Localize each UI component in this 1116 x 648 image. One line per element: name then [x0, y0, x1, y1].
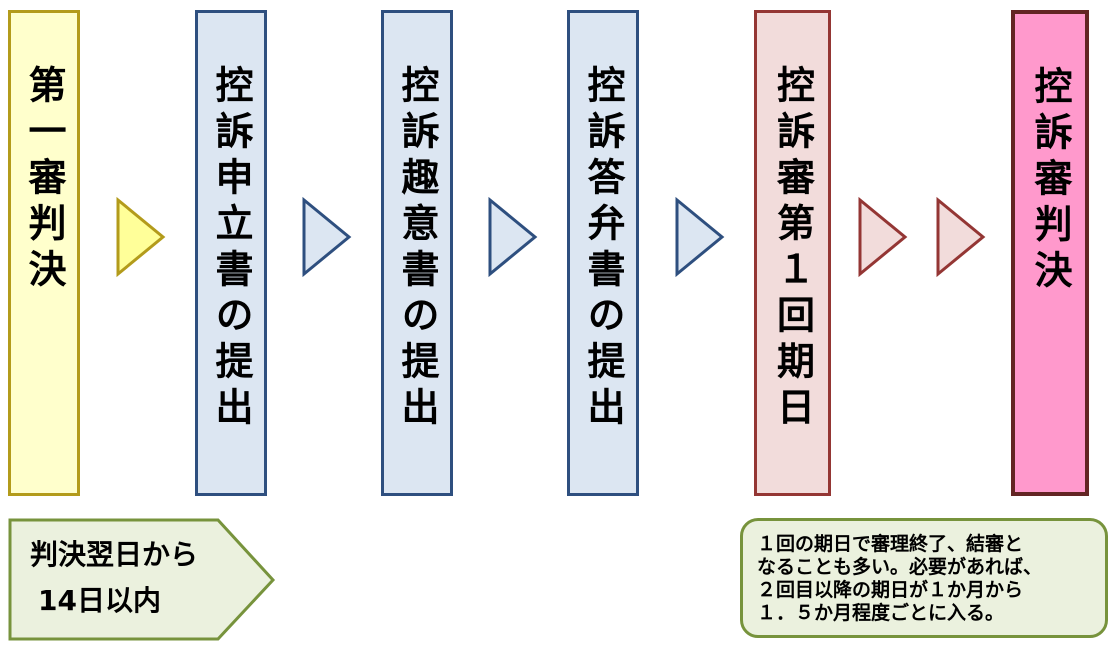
step-statement-of-reasons: 控訴趣意書の提出 [381, 10, 453, 496]
step-label: 控訴答弁書の提出 [581, 65, 625, 433]
appeal-deadline-callout: 判決翌日から 14日以内 [8, 518, 276, 642]
step-appeal-judgment: 控訴審判決 [1011, 10, 1089, 496]
arrow-right-icon [116, 196, 166, 278]
arrow-right-icon [302, 196, 352, 278]
arrow-right-icon [488, 196, 538, 278]
step-first-instance-judgment: 第一審判決 [8, 10, 80, 496]
arrow-right-icon [936, 196, 986, 278]
step-label: 控訴趣意書の提出 [395, 65, 439, 433]
hearing-note-line: １．５か月程度ごとに入る。 [757, 602, 1005, 624]
deadline-line-1: 判決翌日から [30, 538, 199, 571]
step-label: 控訴審第１回期日 [770, 65, 815, 433]
hearing-note-callout: １回の期日で審理終了、結審と なることも多い。必要があれば、 ２回目以降の期日が… [740, 518, 1108, 638]
step-label: 控訴申立書の提出 [209, 65, 253, 433]
deadline-line-2: 14日以内 [38, 584, 161, 617]
pentagon-arrow-shape [8, 518, 276, 641]
hearing-note-line: １回の期日で審理終了、結審と [757, 533, 1024, 555]
hearing-note-line: なることも多い。必要があれば、 [757, 556, 1043, 578]
step-answer-brief: 控訴答弁書の提出 [567, 10, 639, 496]
arrow-right-icon [858, 196, 908, 278]
step-label: 第一審判決 [22, 65, 66, 295]
arrow-right-icon [675, 196, 725, 278]
hearing-note-line: ２回目以降の期日が１か月から [757, 579, 1024, 601]
step-first-hearing: 控訴審第１回期日 [754, 10, 831, 496]
step-notice-of-appeal: 控訴申立書の提出 [195, 10, 267, 496]
step-label: 控訴審判決 [1028, 66, 1072, 296]
